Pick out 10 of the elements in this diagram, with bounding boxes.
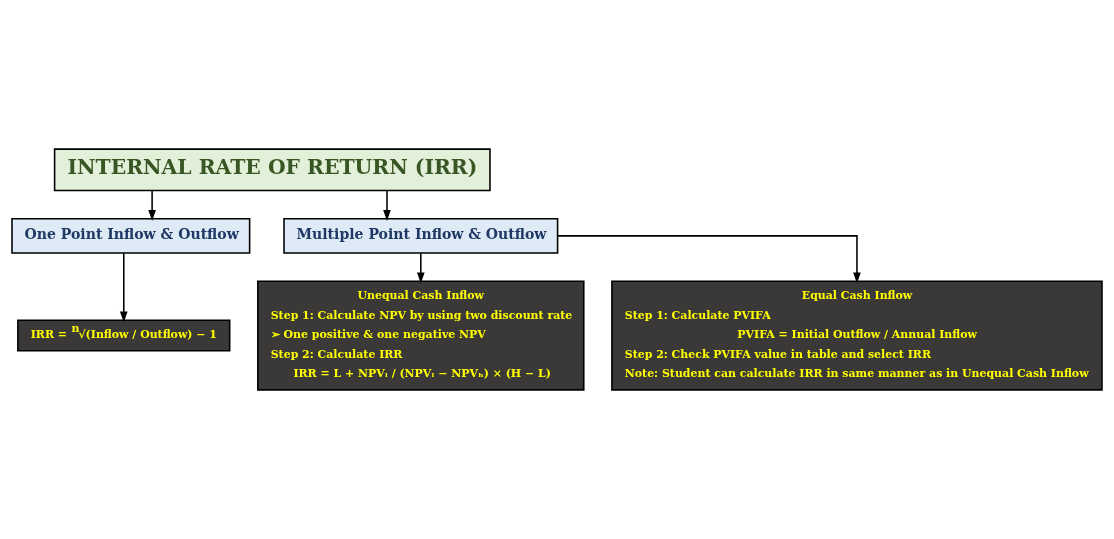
node-box: One Point Inflow & Outflow: [11, 217, 251, 254]
node-box: INTERNAL RATE OF RETURN (IRR): [53, 148, 491, 192]
arrow: [416, 252, 425, 284]
node-box: Multiple Point Inflow & Outflow: [283, 217, 559, 254]
arrow: [556, 235, 861, 284]
arrow: [148, 189, 156, 221]
node-box: Equal Cash Inflow Step 1: Calculate PVIFA PVIFA = Initial Outflow / Annual Inflow Step 2: Check PVIFA value in table and select IRR Note: Student can calculate IRR in same manner as in Unequal Cash Inflow: [611, 280, 1103, 391]
arrow: [383, 189, 391, 221]
node-box: Unequal Cash Inflow Step 1: Calculate NPV by using two discount rate ➢ One positive & one negative NPV Step 2: Calculate IRR IRR = L + NPVₗ / (NPVₗ − NPVₕ) × (H − L): [257, 280, 585, 391]
arrow: [119, 252, 128, 323]
